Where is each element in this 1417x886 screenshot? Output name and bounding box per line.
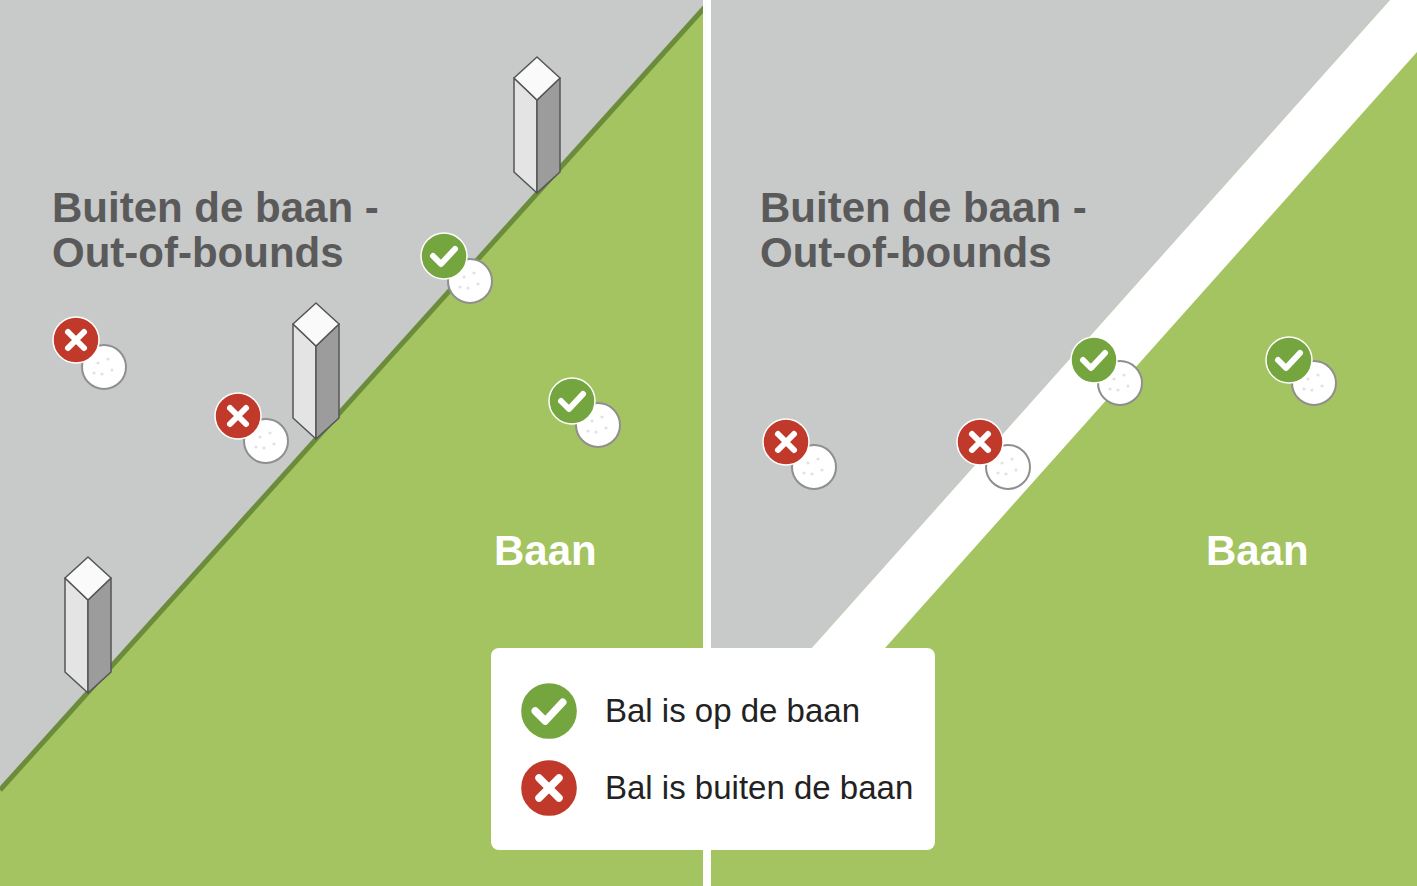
legend-swatch — [519, 758, 579, 818]
region-label: Buiten de baan - Out-of-bounds — [52, 186, 397, 276]
legend-text: Bal is op de baan — [605, 692, 860, 730]
legend-box: Bal is op de baanBal is buiten de baan — [491, 648, 935, 850]
region-label: Baan — [1206, 528, 1309, 574]
label-box: Baan — [1206, 528, 1309, 574]
label-box: Buiten de baan - Out-of-bounds — [52, 186, 397, 276]
legend-row: Bal is op de baan — [519, 672, 913, 749]
label-box: Baan — [494, 528, 597, 574]
legend-row: Bal is buiten de baan — [519, 749, 913, 826]
legend-text: Bal is buiten de baan — [605, 769, 913, 807]
region-label: Baan — [494, 528, 597, 574]
region-label: Buiten de baan - Out-of-bounds — [760, 186, 1105, 276]
legend-swatch — [519, 681, 579, 741]
label-box: Buiten de baan - Out-of-bounds — [760, 186, 1105, 276]
